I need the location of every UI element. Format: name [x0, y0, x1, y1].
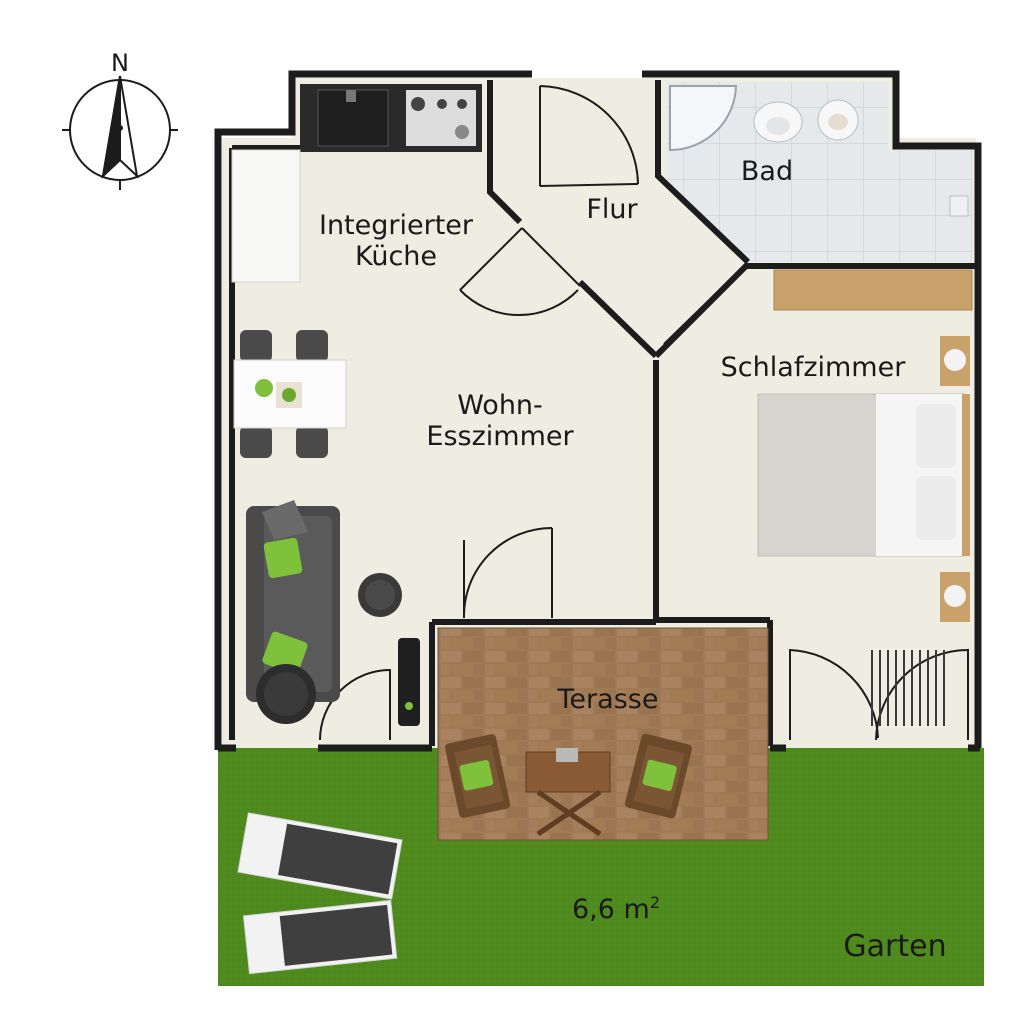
- kitchen-label-line2: Küche: [354, 241, 438, 273]
- area-label: 6,6 m2: [546, 893, 686, 925]
- kitchen-label-line1: Integrierter: [318, 210, 474, 241]
- doors: [319, 85, 969, 741]
- kitchen-cabinet: [231, 149, 301, 283]
- living-label-line2: Esszimmer: [426, 421, 574, 453]
- room-label-terrace: Terasse: [557, 684, 659, 715]
- dining-table: [233, 330, 347, 458]
- bedroom-furniture: [757, 269, 973, 622]
- area-value: 6,6 m: [571, 894, 650, 925]
- area-unit-superscript: 2: [649, 893, 660, 912]
- bath-floor: [667, 82, 972, 262]
- room-label-bedroom: Schlafzimmer: [720, 352, 906, 383]
- room-label-kitchen: Integrierter Küche: [306, 210, 486, 272]
- north-arrow-icon: [62, 75, 178, 190]
- room-label-garden: Garten: [843, 929, 947, 964]
- walls: [214, 70, 982, 752]
- room-label-hall: Flur: [586, 194, 638, 225]
- sofa: [246, 500, 340, 724]
- compass-north-label: N: [111, 49, 129, 77]
- terrace-table: [525, 748, 611, 837]
- side-stool: [358, 573, 402, 617]
- sun-loungers: [237, 812, 403, 975]
- terrace-furniture: [444, 733, 693, 837]
- room-label-bath: Bad: [740, 156, 794, 187]
- lamp: [398, 638, 420, 726]
- bath-fixtures: [669, 85, 969, 217]
- kitchen-counter: [300, 84, 482, 152]
- room-label-living: Wohn- Esszimmer: [404, 390, 596, 452]
- radiator: [871, 650, 945, 726]
- living-label-line1: Wohn-: [457, 390, 543, 421]
